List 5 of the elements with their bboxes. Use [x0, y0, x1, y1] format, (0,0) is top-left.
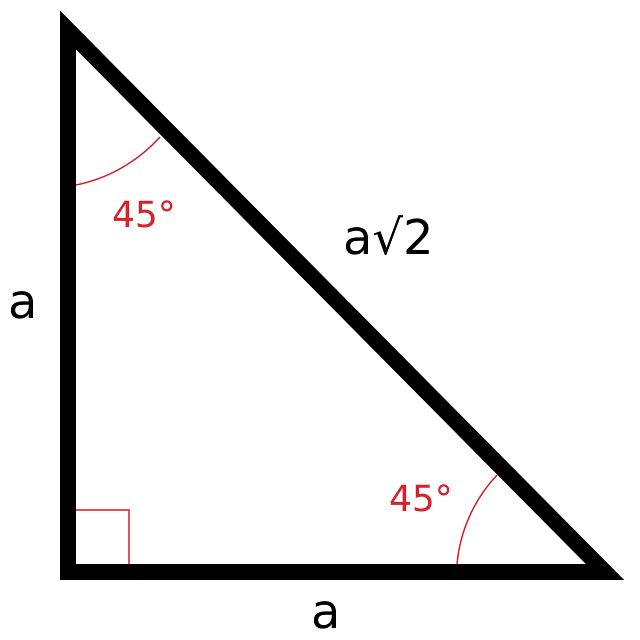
angle-label: 45° [389, 482, 453, 518]
side-label: a√2 [343, 214, 434, 262]
side-label: a [311, 588, 340, 636]
angle-label: 45° [112, 198, 176, 234]
side-label: a [8, 278, 38, 326]
